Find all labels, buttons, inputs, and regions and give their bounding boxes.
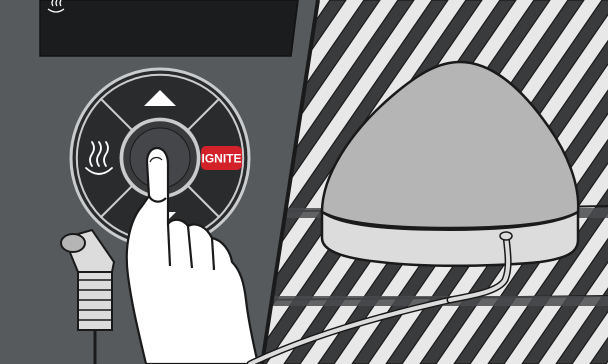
display-screen (40, 0, 298, 56)
ignite-label: IGNITE (201, 152, 241, 166)
ignite-button[interactable]: IGNITE (201, 146, 242, 170)
